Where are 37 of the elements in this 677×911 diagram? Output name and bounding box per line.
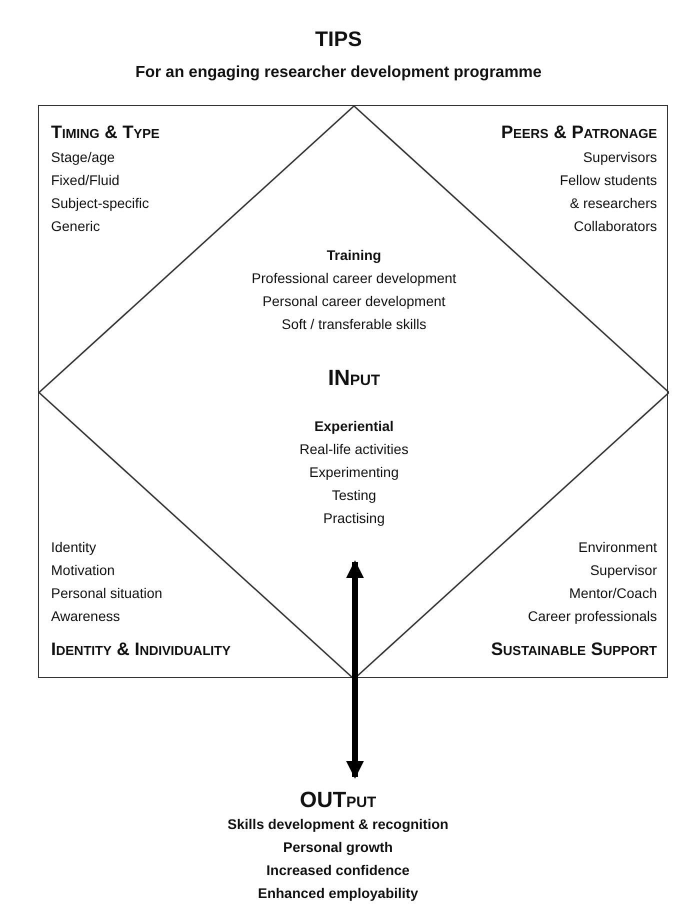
double-arrow [346,560,364,779]
list-item: Supervisor [590,561,657,580]
subheading: Enhanced employability [258,884,418,903]
center-heading: INput [328,366,380,389]
heading: OUTput [300,788,376,811]
list-item: Professional career development [252,269,456,288]
subheading: Increased confidence [266,861,410,880]
list-item: Personal career development [262,292,446,311]
list-item: Soft / transferable skills [282,315,426,334]
list-item: Personal situation [51,584,162,603]
list-item: Real-life activities [300,440,408,459]
list-item: Awareness [51,607,120,626]
subheading: Personal growth [283,838,393,857]
subheading: Experiential [314,417,394,436]
list-item: Experimenting [309,463,399,482]
list-item: Supervisors [583,148,657,167]
list-item: Collaborators [574,217,657,236]
heading: Timing & Type [51,121,160,144]
list-item: Fixed/Fluid [51,171,120,190]
list-item: Generic [51,217,100,236]
list-item: Motivation [51,561,115,580]
list-item: Career professionals [528,607,657,626]
list-item: Practising [323,509,385,528]
title: TIPS [314,28,363,52]
list-item: Testing [332,486,376,505]
subheading: Training [326,246,382,265]
heading: Peers & Patronage [501,121,657,144]
subheading: Skills development & recognition [228,815,448,834]
subtitle: For an engaging researcher development programme [134,64,543,82]
list-item: Environment [578,538,657,557]
heading: Identity & Individuality [51,638,231,661]
list-item: Stage/age [51,148,115,167]
list-item: Subject-specific [51,194,150,213]
list-item: Identity [51,538,96,557]
list-item: Mentor/Coach [569,584,657,603]
heading: Sustainable Support [491,638,657,661]
list-item: Fellow students & researchers [558,171,657,213]
